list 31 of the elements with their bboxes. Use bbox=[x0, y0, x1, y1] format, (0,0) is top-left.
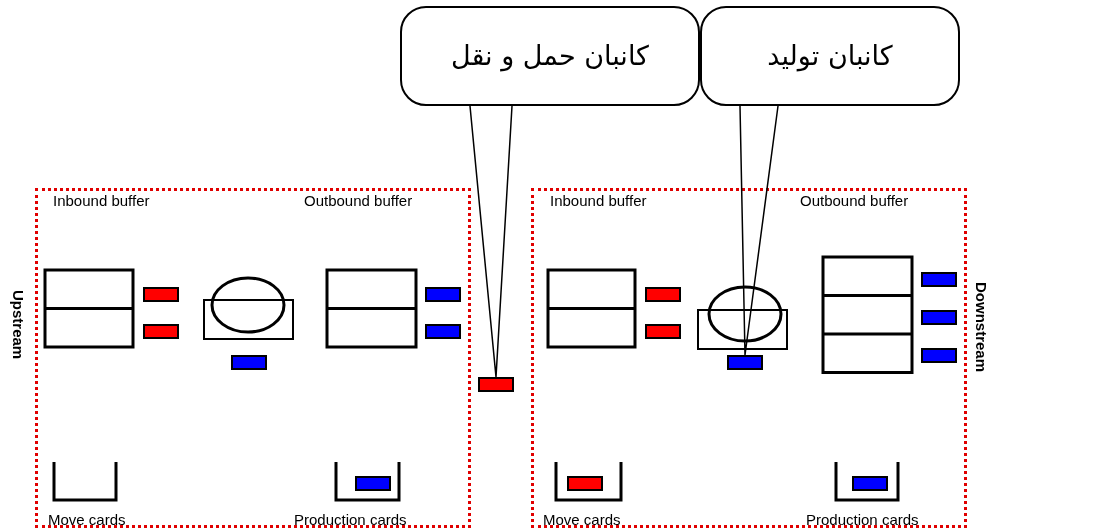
area-label: Outbound buffer bbox=[800, 193, 909, 209]
kanban-card bbox=[143, 287, 179, 302]
kanban-card bbox=[852, 476, 888, 491]
side-label: Downstream bbox=[973, 282, 990, 373]
area-label: Inbound buffer bbox=[53, 193, 150, 209]
kanban-card bbox=[921, 348, 957, 363]
kanban-card bbox=[425, 324, 461, 339]
callout-text: کانبان تولید bbox=[767, 39, 893, 74]
kanban-card bbox=[231, 355, 267, 370]
kanban-card bbox=[143, 324, 179, 339]
kanban-card bbox=[645, 324, 681, 339]
kanban-card bbox=[478, 377, 514, 392]
speech-bubble bbox=[700, 6, 960, 106]
area-label: Move cards bbox=[48, 512, 126, 528]
area-label: Inbound buffer bbox=[550, 193, 647, 209]
area-label: Move cards bbox=[543, 512, 621, 528]
leader-line bbox=[739, 105, 779, 356]
leader-line bbox=[469, 105, 513, 378]
kanban-card bbox=[921, 310, 957, 325]
kanban-card bbox=[567, 476, 603, 491]
kanban-card bbox=[355, 476, 391, 491]
kanban-card bbox=[425, 287, 461, 302]
kanban-card bbox=[727, 355, 763, 370]
area-label: Production cards bbox=[294, 512, 407, 528]
area-label: Production cards bbox=[806, 512, 919, 528]
speech-bubble bbox=[400, 6, 700, 106]
area-label: Outbound buffer bbox=[304, 193, 413, 209]
callout-text: کانبان حمل و نقل bbox=[451, 39, 649, 74]
side-label: Upstream bbox=[10, 290, 27, 360]
kanban-card bbox=[921, 272, 957, 287]
kanban-card bbox=[645, 287, 681, 302]
